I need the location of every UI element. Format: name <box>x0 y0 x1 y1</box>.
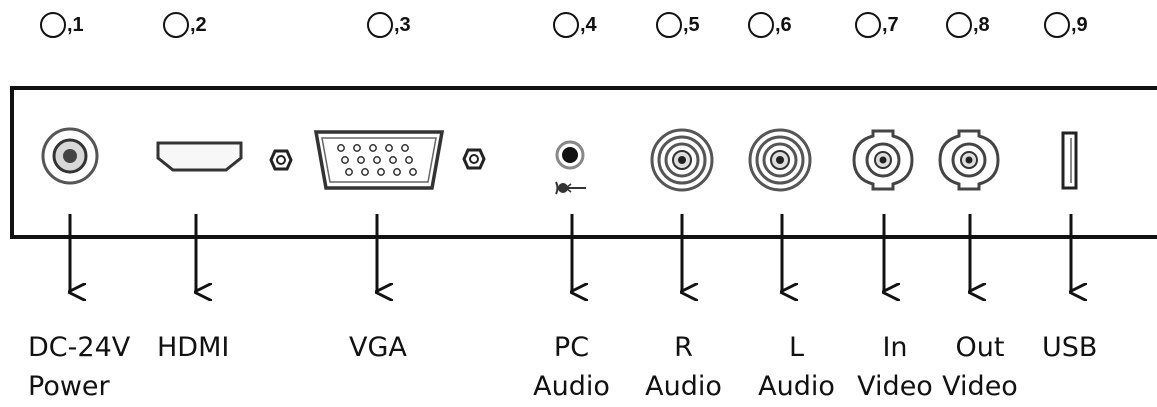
answer-circle <box>163 12 189 38</box>
answer-circle <box>656 12 682 38</box>
pc-audio-jack-icon <box>555 140 586 195</box>
answer-circle <box>40 12 66 38</box>
video-jack-icon <box>852 129 914 191</box>
callout-5: ,5 <box>656 12 700 38</box>
label-line-1: L <box>788 332 805 363</box>
answer-circle <box>367 12 393 38</box>
label-line-2: Audio <box>758 371 835 402</box>
label-line-2: Video <box>942 371 1018 402</box>
label-line-1: VGA <box>349 332 407 363</box>
callout-4: ,4 <box>553 12 597 38</box>
dc-power-jack-icon <box>41 127 99 185</box>
screw-icon <box>462 148 486 170</box>
callout-number: ,3 <box>394 13 411 36</box>
label-out-video: Out Video <box>939 328 1021 406</box>
hdmi-port-icon <box>156 141 243 172</box>
callout-number: ,8 <box>973 13 990 36</box>
answer-circle <box>748 12 774 38</box>
label-line-2: Power <box>28 371 110 402</box>
callout-number: ,7 <box>882 13 899 36</box>
label-line-2: Video <box>857 371 933 402</box>
label-l-audio: L Audio <box>755 328 838 406</box>
callout-number: ,4 <box>580 13 597 36</box>
label-r-audio: R Audio <box>642 328 725 406</box>
label-in-video: In Video <box>854 328 936 406</box>
answer-circle <box>855 12 881 38</box>
label-line-1: USB <box>1042 332 1098 363</box>
label-usb: USB <box>1042 328 1097 367</box>
rca-jack-icon <box>748 128 812 192</box>
label-line-1: Out <box>955 332 1005 363</box>
vga-port-icon <box>313 130 445 190</box>
callout-1: ,1 <box>40 12 84 38</box>
label-line-1: In <box>882 332 908 363</box>
label-line-2: Audio <box>645 371 722 402</box>
callout-9: ,9 <box>1044 12 1088 38</box>
usb-port-icon <box>1061 131 1078 190</box>
callout-7: ,7 <box>855 12 899 38</box>
rca-jack-icon <box>650 128 714 192</box>
callout-number: ,5 <box>683 13 700 36</box>
callout-number: ,9 <box>1071 13 1088 36</box>
panel-outline <box>10 86 1157 239</box>
label-line-1: DC-24V <box>28 332 131 363</box>
video-jack-icon <box>938 129 1000 191</box>
answer-circle <box>1044 12 1070 38</box>
pointer-arrows <box>70 214 1071 292</box>
label-pc-audio: PC Audio <box>530 328 613 406</box>
callout-number: ,6 <box>775 13 792 36</box>
callout-2: ,2 <box>163 12 207 38</box>
answer-circle <box>553 12 579 38</box>
callout-3: ,3 <box>367 12 411 38</box>
label-dc-power: DC-24V Power <box>28 328 130 406</box>
label-line-1: R <box>674 332 693 363</box>
screw-icon <box>269 149 293 171</box>
callout-6: ,6 <box>748 12 792 38</box>
label-line-1: HDMI <box>157 332 230 363</box>
label-line-1: PC <box>553 332 590 363</box>
answer-circle <box>946 12 972 38</box>
callout-number: ,2 <box>190 13 207 36</box>
label-vga: VGA <box>349 328 407 367</box>
callout-8: ,8 <box>946 12 990 38</box>
callout-number: ,1 <box>67 13 84 36</box>
audio-in-symbol-icon <box>555 181 586 195</box>
label-line-2: Audio <box>533 371 610 402</box>
label-hdmi: HDMI <box>157 328 229 367</box>
